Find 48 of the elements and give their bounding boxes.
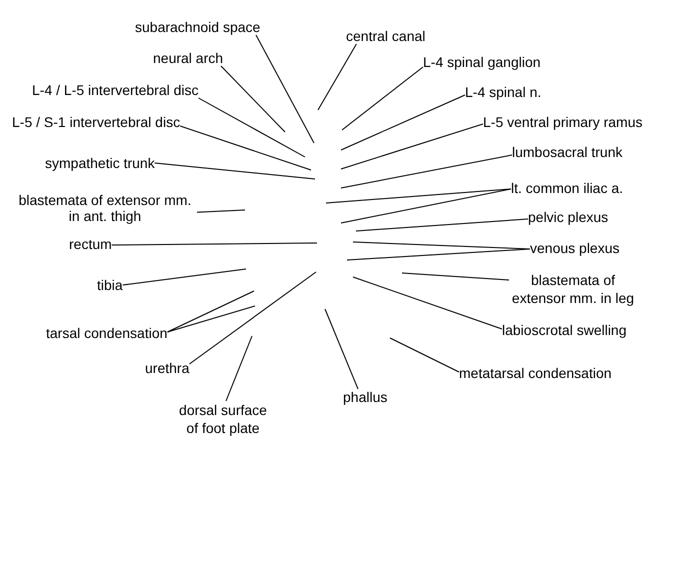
part-label: tarsal condensation <box>46 325 168 341</box>
leader-line <box>352 276 502 330</box>
leader-line <box>346 248 530 260</box>
leader-line <box>198 98 306 158</box>
part-label: subarachnoid space <box>135 19 260 35</box>
part-label: L-5 / S-1 intervertebral disc <box>12 114 180 130</box>
part-label: blastemata of extensor mm. in ant. thigh <box>13 192 197 224</box>
leader-line <box>196 210 246 213</box>
leader-line <box>326 188 512 204</box>
leader-line <box>220 66 286 132</box>
leader-line <box>340 188 512 224</box>
part-label: blastemata of extensor mm. in leg <box>509 271 637 307</box>
part-label: neural arch <box>153 50 224 66</box>
leader-line <box>188 272 316 364</box>
leader-line <box>122 268 246 286</box>
part-label: sympathetic trunk <box>45 155 155 171</box>
leader-line <box>226 336 252 402</box>
leader-line <box>166 306 256 332</box>
part-label: L-5 ventral primary ramus <box>483 114 642 130</box>
part-label: labioscrotal swelling <box>502 322 627 338</box>
part-label: tibia <box>97 277 123 293</box>
leader-line <box>180 126 312 170</box>
part-label: L-4 spinal n. <box>465 84 542 100</box>
leader-line <box>340 154 512 188</box>
leader-line <box>356 218 528 232</box>
leader-line <box>318 44 357 110</box>
leader-line <box>154 162 316 180</box>
leader-line <box>402 272 510 280</box>
leader-line <box>342 66 424 130</box>
part-label: central canal <box>346 28 426 44</box>
part-label: rectum <box>69 236 112 252</box>
part-label: lt. common iliac a. <box>511 180 624 196</box>
leader-line <box>166 290 254 332</box>
part-label: L-4 / L-5 intervertebral disc <box>32 82 199 98</box>
part-label: L-4 spinal ganglion <box>423 54 541 70</box>
part-label: phallus <box>343 389 388 405</box>
leader-line <box>340 94 466 150</box>
part-label: dorsal surface of foot plate <box>175 401 271 437</box>
leader-line <box>340 124 484 170</box>
leader-line <box>111 242 318 246</box>
leader-line <box>390 338 460 372</box>
part-label: lumbosacral trunk <box>512 144 622 160</box>
leader-line <box>324 308 358 390</box>
part-label: pelvic plexus <box>528 209 608 225</box>
part-label: venous plexus <box>530 240 620 256</box>
part-label: urethra <box>145 360 190 376</box>
leader-line <box>256 34 314 144</box>
part-label: metatarsal condensation <box>459 365 612 381</box>
